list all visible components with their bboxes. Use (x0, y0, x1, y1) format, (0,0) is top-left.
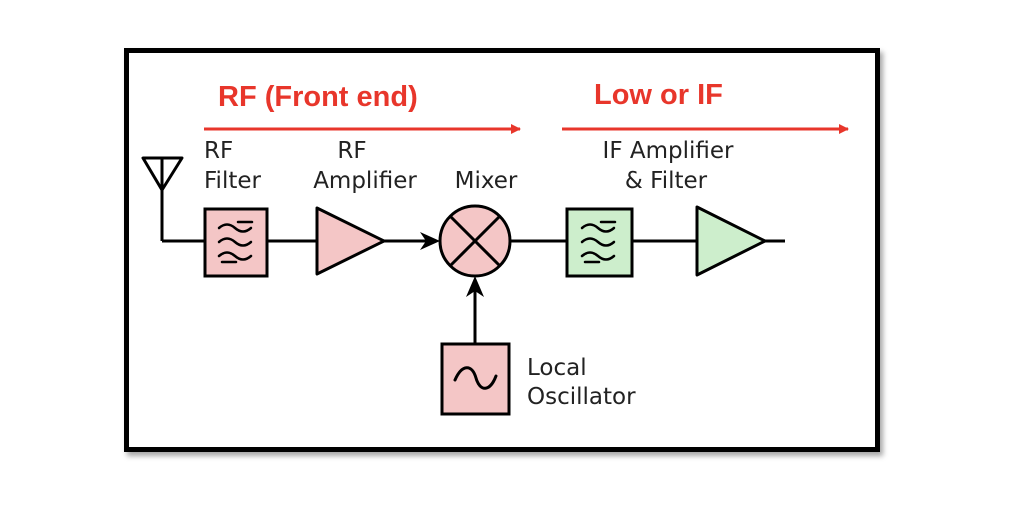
rf-amplifier-label-line1: RF (337, 138, 366, 164)
filter-wave-icon (580, 220, 617, 264)
rf-band-title: RF (Front end) (218, 81, 418, 113)
mixer-cross-icon (438, 204, 512, 278)
rf-amplifier-label-line2: Amplifier (313, 168, 417, 194)
rf-filter-label-line1: RF (204, 138, 233, 164)
if-amp-filter-label-line2: & Filter (625, 168, 708, 194)
antenna-icon (141, 156, 184, 241)
if-amplifier-triangle (695, 205, 767, 277)
if-band-title: Low or IF (594, 79, 723, 111)
mixer-label: Mixer (455, 168, 518, 194)
filter-wave-icon (217, 220, 254, 264)
local-oscillator-block (440, 342, 511, 416)
if-filter-block (565, 207, 634, 278)
lo-label-line2: Oscillator (527, 384, 636, 410)
wire-lo-to-mixer (466, 276, 484, 344)
rf-filter-label-line2: Filter (204, 168, 262, 194)
rf-amplifier-triangle (315, 206, 386, 276)
sine-wave-icon (453, 366, 498, 390)
if-amp-filter-label-line1: IF Amplifier (603, 138, 734, 164)
wire-amp-to-mixer (384, 232, 440, 250)
rf-filter-block (203, 207, 269, 278)
lo-label-line1: Local (527, 355, 587, 381)
